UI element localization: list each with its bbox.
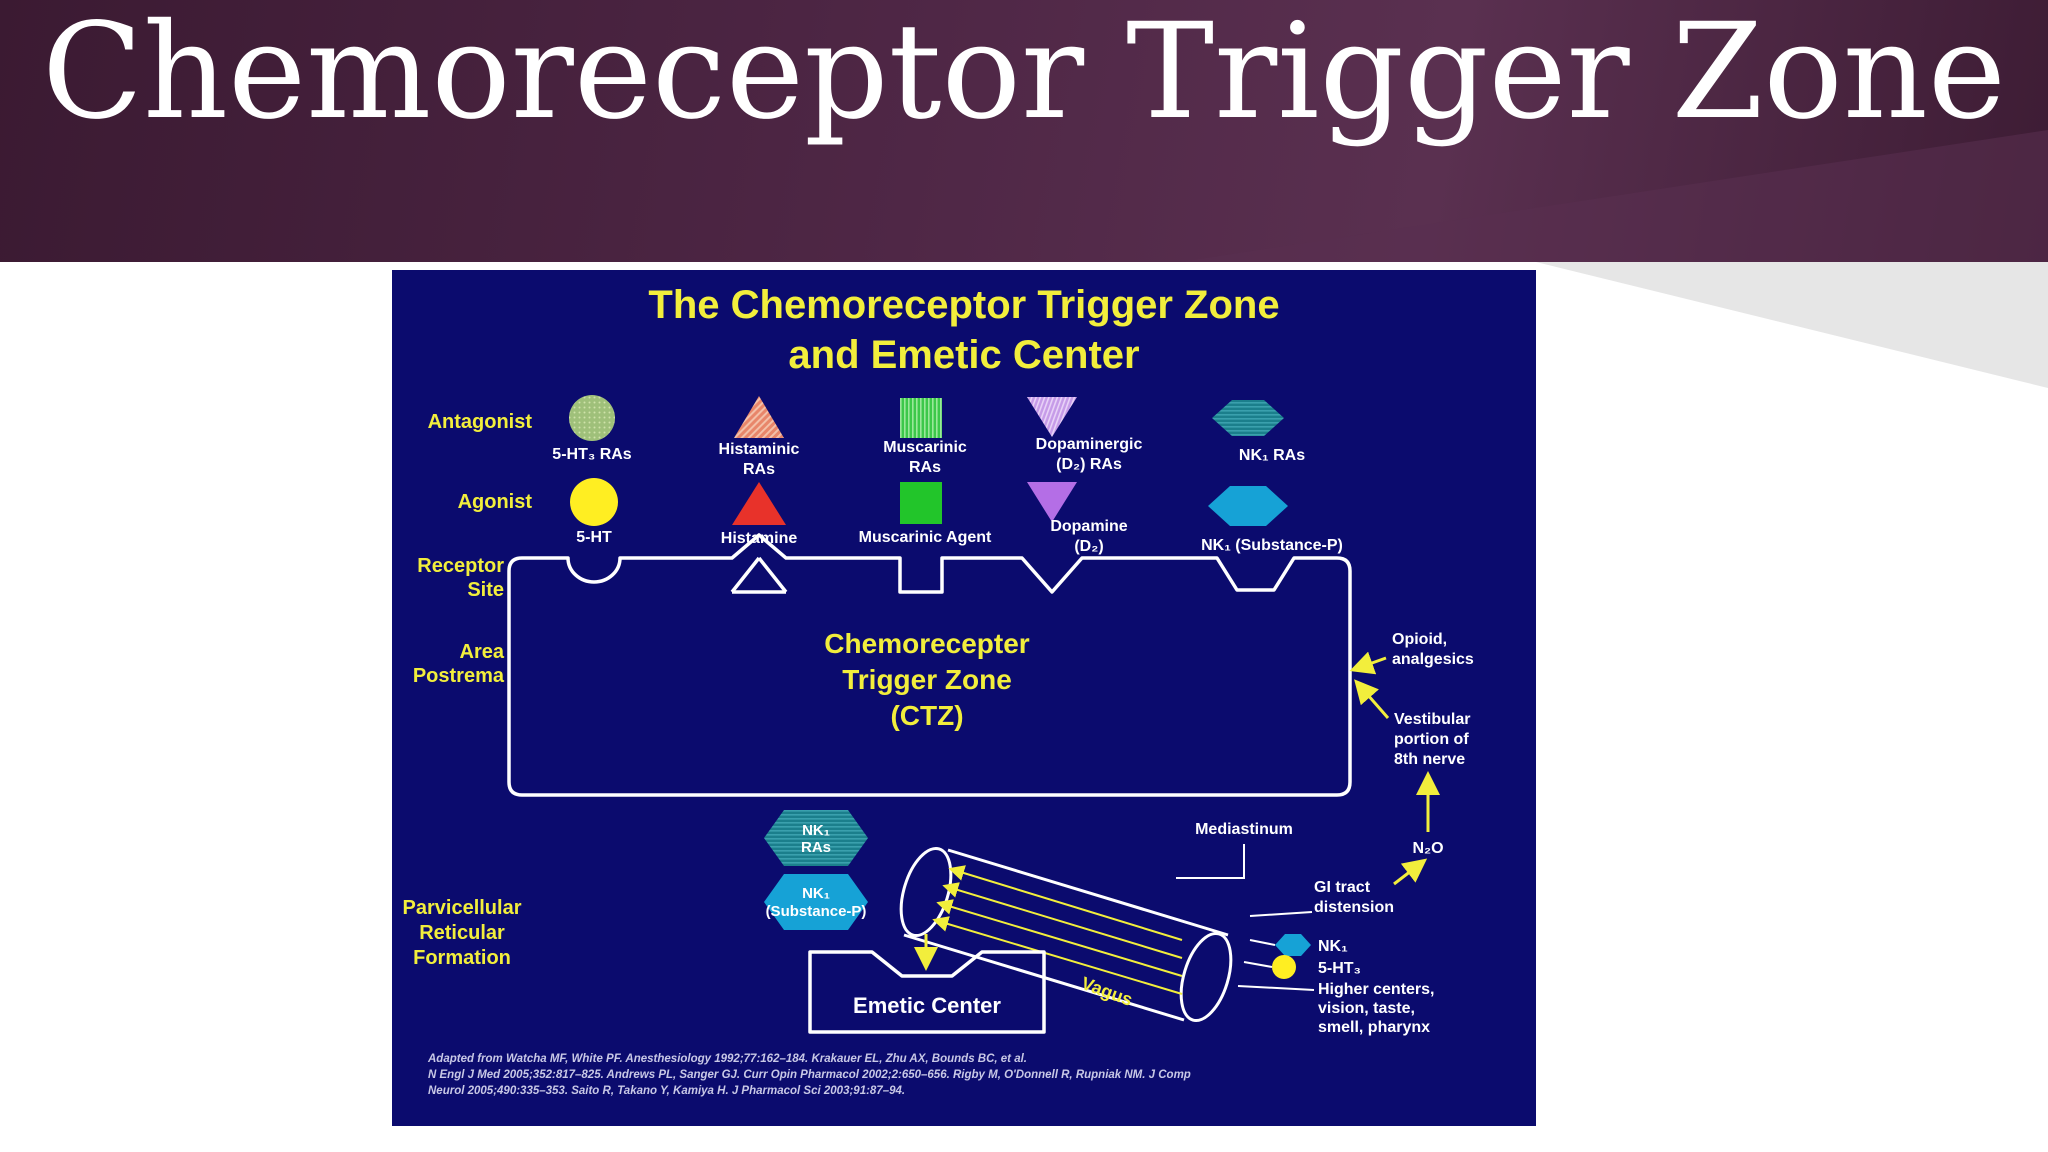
- higher-centers-label-1: Higher centers,: [1318, 981, 1434, 998]
- antagonist-label: Antagonist: [428, 411, 533, 433]
- gi-line: [1249, 911, 1313, 917]
- nk1-substance-p-label-2: (Substance-P): [766, 903, 867, 920]
- emetic-center-label: Emetic Center: [853, 993, 1001, 1018]
- ctz-label-1: Chemorecepter: [824, 628, 1030, 659]
- gi-label-2: distension: [1314, 899, 1394, 916]
- slide-title: Chemoreceptor Trigger Zone: [42, 0, 2006, 149]
- histamine-site-right: [757, 556, 788, 594]
- nk1-antagonist-hexagon: [1212, 400, 1284, 436]
- gi-to-n2o-arrow: [1393, 858, 1428, 886]
- ctz-label-2: Trigger Zone: [842, 664, 1012, 695]
- ht-agonist-circle: [570, 478, 618, 526]
- muscarinic-antagonist-label-2: RAs: [909, 459, 941, 476]
- histaminic-antagonist-triangle: [734, 396, 784, 438]
- nk1-ras-label-1: NK₁: [802, 822, 830, 839]
- ht3-antagonist-circle: [569, 395, 615, 441]
- mediastinum-line: [1176, 844, 1245, 879]
- title-banner: Chemoreceptor Trigger Zone: [0, 0, 2048, 262]
- higher-centers-label-3: smell, pharynx: [1318, 1019, 1430, 1036]
- receptor-site-label-1: Receptor: [417, 555, 504, 577]
- nk1-input-label: NK₁: [1318, 938, 1348, 955]
- ht-agonist-label: 5-HT: [576, 529, 612, 546]
- emetic-center-outline: [808, 950, 1046, 1034]
- nk1-input-hexagon: [1275, 934, 1311, 956]
- vestibular-arrow: [1354, 679, 1390, 719]
- ctz-diagram: The Chemoreceptor Trigger Zone and Emeti…: [392, 270, 1536, 1126]
- nk1-agonist-label: NK₁ (Substance-P): [1201, 537, 1343, 554]
- diagram-heading-line1: The Chemoreceptor Trigger Zone: [648, 283, 1279, 327]
- dopaminergic-antagonist-label-1: Dopaminergic: [1036, 436, 1143, 453]
- ht3-antagonist-label: 5-HT₃ RAs: [552, 446, 632, 463]
- nk1-substance-p-hexagon: [764, 874, 868, 930]
- receptor-site-label-2: Site: [467, 579, 504, 601]
- n2o-label: N₂O: [1412, 840, 1443, 857]
- vestibular-label-1: Vestibular: [1394, 711, 1470, 728]
- area-postrema-label-2: Postrema: [413, 665, 505, 687]
- ctz-label-3: (CTZ): [890, 700, 963, 731]
- nk1-substance-p-label-1: NK₁: [802, 885, 830, 902]
- citation-line-2: N Engl J Med 2005;352:817–825. Andrews P…: [428, 1069, 1191, 1081]
- dopaminergic-antagonist-label-2: (D₂) RAs: [1056, 456, 1122, 473]
- dopaminergic-antagonist-triangle: [1027, 397, 1077, 437]
- citation-line-3: Neurol 2005;490:335–353. Saito R, Takano…: [428, 1085, 905, 1097]
- higher-centers-label-2: vision, taste,: [1318, 1000, 1415, 1017]
- citation-line-1: Adapted from Watcha MF, White PF. Anesth…: [427, 1053, 1027, 1065]
- opioid-label-1: Opioid,: [1392, 631, 1447, 648]
- dopamine-agonist-label-2: (D₂): [1074, 538, 1103, 555]
- nk1-ras-label-2: RAs: [801, 839, 831, 856]
- higher-centers-line: [1237, 985, 1315, 991]
- mediastinum-label: Mediastinum: [1195, 821, 1293, 838]
- vagus-nerve-tube: [899, 846, 1233, 1023]
- parvicellular-label-1: Parvicellular: [403, 897, 522, 919]
- nk1-ras-hexagon: [764, 810, 868, 866]
- nk1-antagonist-label: NK₁ RAs: [1239, 447, 1305, 464]
- area-postrema-label-1: Area: [460, 641, 505, 663]
- ht3-input-circle: [1272, 955, 1296, 979]
- opioid-arrow: [1349, 651, 1387, 675]
- gi-label-1: GI tract: [1314, 879, 1371, 896]
- histaminic-antagonist-label-2: RAs: [743, 461, 775, 478]
- muscarinic-antagonist-label-1: Muscarinic: [883, 439, 967, 456]
- ht3-input-label: 5-HT₃: [1318, 960, 1361, 977]
- dopamine-agonist-label-1: Dopamine: [1050, 518, 1127, 535]
- diagram-heading-line2: and Emetic Center: [788, 333, 1139, 377]
- ctz-outline: [507, 533, 1352, 797]
- ht3-input-line: [1243, 961, 1273, 968]
- dopamine-agonist-triangle: [1027, 482, 1077, 522]
- histamine-agonist-triangle: [732, 482, 786, 525]
- agonist-label: Agonist: [458, 491, 533, 513]
- nk1-agonist-hexagon: [1208, 486, 1288, 526]
- opioid-label-2: analgesics: [1392, 651, 1474, 668]
- histaminic-antagonist-label-1: Histaminic: [719, 441, 800, 458]
- vestibular-label-2: portion of: [1394, 731, 1469, 748]
- parvicellular-label-2: Reticular: [419, 922, 505, 944]
- muscarinic-agonist-square: [900, 482, 942, 524]
- muscarinic-agonist-label: Muscarinic Agent: [859, 529, 992, 546]
- histamine-agonist-label: Histamine: [721, 530, 798, 547]
- histamine-site-left: [730, 556, 761, 594]
- parvicellular-label-3: Formation: [413, 947, 511, 969]
- muscarinic-antagonist-square: [900, 398, 942, 438]
- nk1-input-line: [1249, 939, 1276, 946]
- vestibular-label-3: 8th nerve: [1394, 751, 1465, 768]
